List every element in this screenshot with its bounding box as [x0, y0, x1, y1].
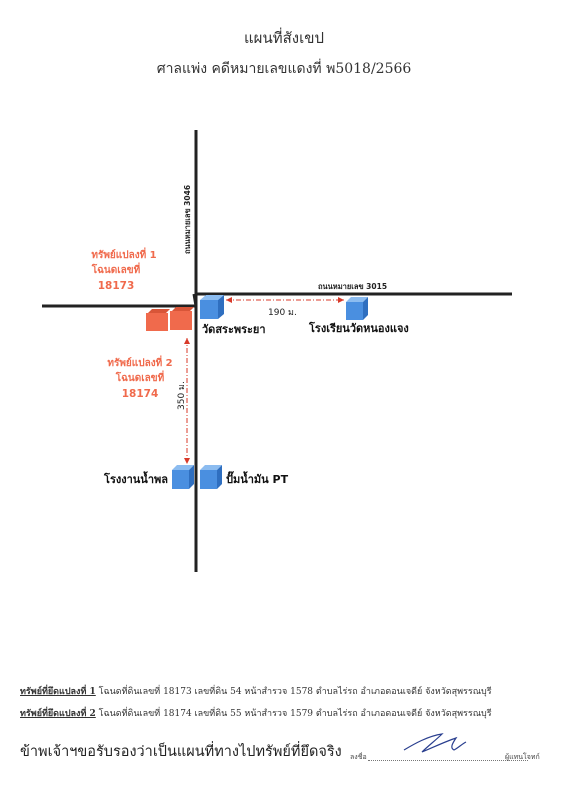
- sign-label: ลงชื่อ: [350, 753, 367, 761]
- distance-to-school: [226, 297, 344, 303]
- road-3046-label: ถนนหมายเลข 3046: [183, 185, 192, 254]
- plot1-deed-number: 18173: [98, 280, 135, 292]
- plot1-deed-label: โฉนดเลขที่: [91, 262, 141, 276]
- signature-line: [368, 760, 528, 761]
- plot1-marker: [146, 309, 170, 331]
- certification-statement: ข้าพเจ้าฯขอรับรองว่าเป็นแผนที่ทางไปทรัพย…: [20, 744, 342, 760]
- signer-title: ผู้แทนโจทก์: [505, 753, 540, 761]
- sketch-map: ถนนหมายเลข 3046 ถนนหมายเลข 3015 ทรัพย์แป…: [42, 130, 512, 572]
- distance-to-school-label: 190 ม.: [268, 308, 297, 318]
- footer-item-1-text: โฉนดที่ดินเลขที่ 18173 เลขที่ดิน 54 หน้า…: [95, 687, 492, 697]
- signature-mark: [403, 733, 467, 753]
- footer-item-1: ทรัพย์ที่ยึดแปลงที่ 1 โฉนดที่ดินเลขที่ 1…: [20, 684, 492, 698]
- footer-item-2-text: โฉนดที่ดินเลขที่ 18174 เลขที่ดิน 55 หน้า…: [95, 709, 492, 719]
- water-plant-marker: [172, 465, 194, 489]
- plot2-deed-number: 18174: [122, 388, 159, 400]
- temple-label: วัดสระพระยา: [202, 323, 266, 336]
- footer-item-2-label: ทรัพย์ที่ยึดแปลงที่ 2: [20, 709, 96, 719]
- footer-item-1-label: ทรัพย์ที่ยึดแปลงที่ 1: [20, 687, 96, 697]
- school-marker: [346, 297, 368, 320]
- plot1-title: ทรัพย์แปลงที่ 1: [91, 247, 156, 261]
- school-label: โรงเรียนวัดหนองแจง: [308, 321, 409, 335]
- road-3015-label: ถนนหมายเลข 3015: [318, 282, 387, 291]
- plot2-marker: [170, 307, 194, 330]
- gas-station-marker: [200, 465, 222, 489]
- map-title: แผนที่สังเขป: [244, 29, 324, 47]
- case-subtitle: ศาลแพ่ง คดีหมายเลขแดงที่ พ5018/2566: [156, 61, 412, 77]
- distance-to-water-plant-label: 350 ม.: [177, 381, 187, 410]
- temple-marker: [200, 295, 224, 319]
- distance-to-water-plant: [184, 338, 190, 464]
- plot2-deed-label: โฉนดเลขที่: [115, 370, 165, 384]
- plot2-title: ทรัพย์แปลงที่ 2: [107, 355, 172, 369]
- gas-station-label: ปั๊มน้ำมัน PT: [226, 471, 289, 486]
- footer-item-2: ทรัพย์ที่ยึดแปลงที่ 2 โฉนดที่ดินเลขที่ 1…: [20, 706, 492, 720]
- water-plant-label: โรงงานน้ำพล: [103, 471, 168, 486]
